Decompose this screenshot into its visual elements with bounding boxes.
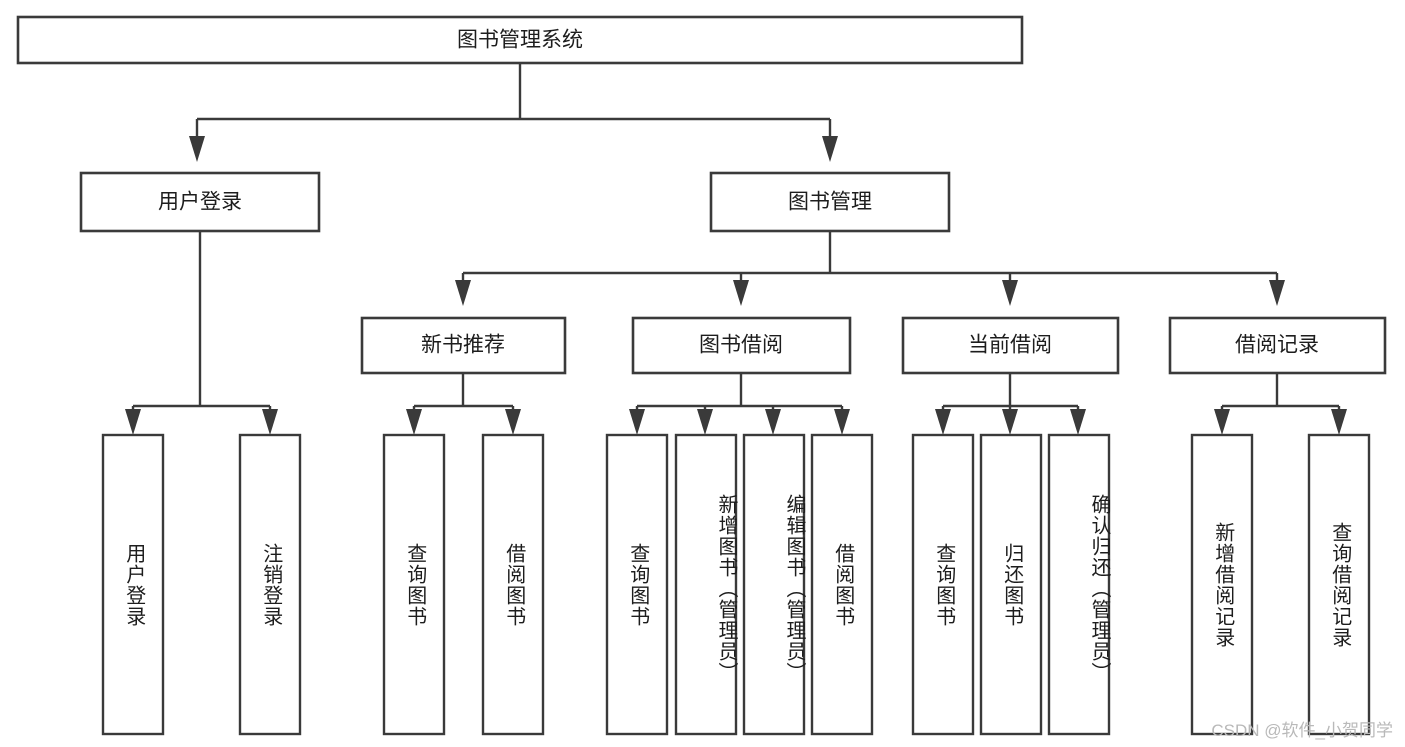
- node-book-manage[interactable]: 图书管理: [709, 171, 951, 233]
- arrow-to-leaf-nbr-1: [505, 409, 521, 435]
- node-current-borrow-label: 当前借阅: [968, 334, 1052, 357]
- arrow-to-leaf-br-0: [1214, 409, 1230, 435]
- arrow-to-book-borrow: [733, 280, 749, 306]
- node-new-book-recommend-rect[interactable]: [360, 316, 567, 375]
- leaf-bb-3-rect[interactable]: [810, 433, 874, 736]
- arrow-to-leaf-user-login-0: [125, 409, 141, 435]
- node-borrow-record-rect[interactable]: [1168, 316, 1387, 375]
- arrow-to-leaf-br-1: [1331, 409, 1347, 435]
- arrow-to-leaf-bb-0: [629, 409, 645, 435]
- arrow-to-leaf-bb-3: [834, 409, 850, 435]
- node-new-book-recommend[interactable]: 新书推荐: [360, 316, 567, 375]
- node-root[interactable]: 图书管理系统: [16, 15, 1024, 65]
- node-current-borrow-rect[interactable]: [901, 316, 1120, 375]
- arrow-to-current-borrow: [1002, 280, 1018, 306]
- arrow-to-user-login: [189, 136, 205, 162]
- node-root-label: 图书管理系统: [457, 29, 583, 52]
- node-user-login-label: 用户登录: [158, 191, 242, 214]
- arrow-to-leaf-bb-2: [765, 409, 781, 435]
- leaf-user-login-0-rect[interactable]: [101, 433, 165, 736]
- leaf-cb-0-rect[interactable]: [911, 433, 975, 736]
- leaf-cb-1-rect[interactable]: [979, 433, 1043, 736]
- arrow-to-leaf-cb-0: [935, 409, 951, 435]
- arrow-to-borrow-record: [1269, 280, 1285, 306]
- leaf-cb-2-rect[interactable]: [1047, 433, 1111, 736]
- node-current-borrow[interactable]: 当前借阅: [901, 316, 1120, 375]
- node-book-borrow-rect[interactable]: [631, 316, 852, 375]
- leaf-nbr-1-rect[interactable]: [481, 433, 545, 736]
- arrow-to-leaf-cb-2: [1070, 409, 1086, 435]
- node-book-manage-rect[interactable]: [709, 171, 951, 233]
- arrow-to-new-book-recommend: [455, 280, 471, 306]
- leaf-br-1-rect[interactable]: [1307, 433, 1371, 736]
- node-new-book-recommend-label: 新书推荐: [421, 334, 505, 357]
- leaf-bb-1-rect[interactable]: [674, 433, 738, 736]
- node-book-borrow[interactable]: 图书借阅: [631, 316, 852, 375]
- leaf-nbr-0-rect[interactable]: [382, 433, 446, 736]
- node-borrow-record-label: 借阅记录: [1235, 334, 1319, 357]
- leaf-br-0-rect[interactable]: [1190, 433, 1254, 736]
- leaf-user-login-1-rect[interactable]: [238, 433, 302, 736]
- arrow-to-leaf-user-login-1: [262, 409, 278, 435]
- node-root-rect[interactable]: [16, 15, 1024, 65]
- node-borrow-record[interactable]: 借阅记录: [1168, 316, 1387, 375]
- node-book-manage-label: 图书管理: [788, 191, 872, 214]
- arrow-to-leaf-cb-1: [1002, 409, 1018, 435]
- arrow-to-leaf-bb-1: [697, 409, 713, 435]
- arrow-to-book-manage: [822, 136, 838, 162]
- node-book-borrow-label: 图书借阅: [699, 334, 783, 357]
- arrow-to-leaf-nbr-0: [406, 409, 422, 435]
- leaf-bb-0-rect[interactable]: [605, 433, 669, 736]
- leaf-bb-2-rect[interactable]: [742, 433, 806, 736]
- node-user-login[interactable]: 用户登录: [79, 171, 321, 233]
